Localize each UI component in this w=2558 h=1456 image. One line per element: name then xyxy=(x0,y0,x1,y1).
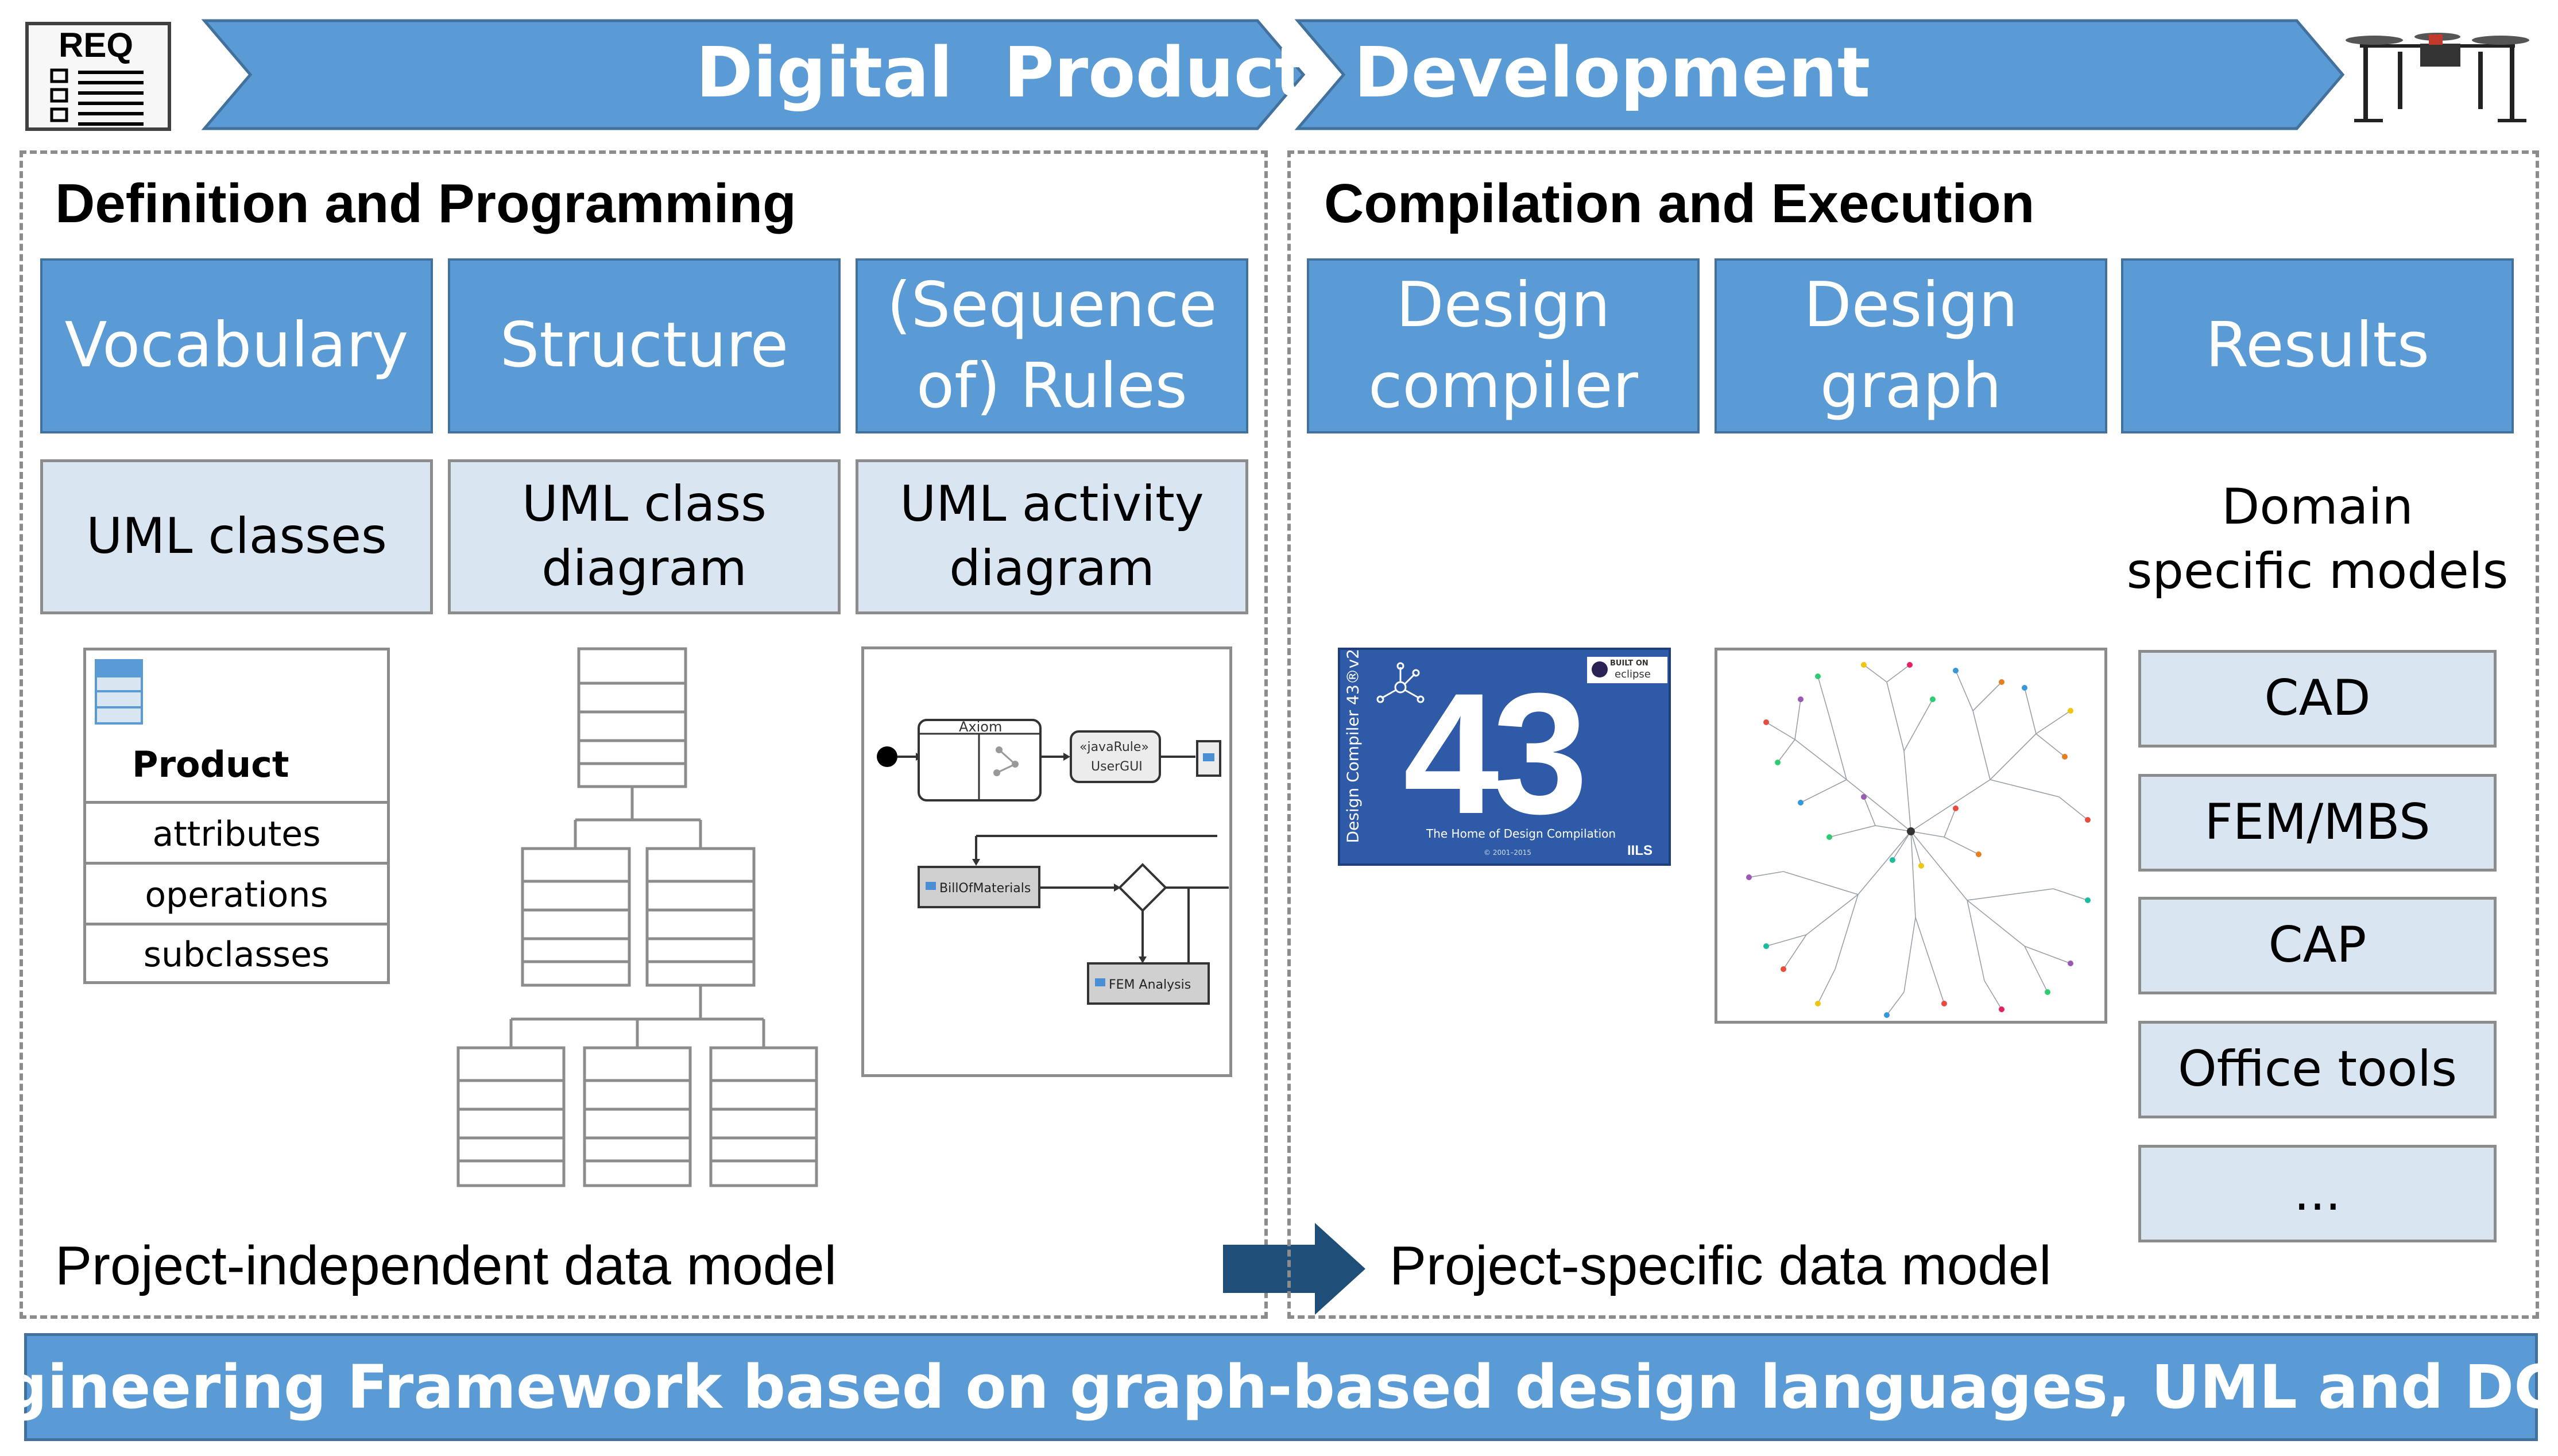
activity-bom-label: BillOfMaterials xyxy=(939,881,1031,896)
activity-diagram: Axiom «javaRule» UserGUI BillOfMaterials… xyxy=(877,719,1229,1005)
class-attributes-text: attributes xyxy=(152,814,321,854)
design-compiler-line-1: Design xyxy=(1396,269,1611,342)
rules-header-line-1: (Sequence xyxy=(887,269,1217,342)
activity-diagram-frame xyxy=(861,646,1232,1077)
class-operations-text: operations xyxy=(145,875,328,915)
dc43-eclipse-text: eclipse xyxy=(1615,668,1651,680)
vocabulary-header: Vocabulary xyxy=(40,258,433,433)
result-cap-text: CAP xyxy=(2268,916,2367,974)
footer-banner: Engineering Framework based on graph-bas… xyxy=(0,1333,2558,1441)
uml-class-diagram-line-1: UML class xyxy=(522,475,767,533)
activity-axiom-label: Axiom xyxy=(959,719,1002,735)
class-icon xyxy=(95,659,143,725)
class-subclasses-text: subclasses xyxy=(143,935,330,975)
structure-header-text: Structure xyxy=(500,309,789,382)
domain-specific-line-2: specific models xyxy=(2126,543,2509,600)
design-compiler-line-2: compiler xyxy=(1368,350,1639,422)
result-cad-text: CAD xyxy=(2264,669,2371,727)
tree-mid-class-right xyxy=(645,847,756,987)
uml-classes-box: UML classes xyxy=(40,459,433,614)
class-subclasses-row: subclasses xyxy=(86,923,387,984)
result-fem-mbs: FEM/MBS xyxy=(2138,774,2497,872)
uml-class-box: Product attributes operations subclasses xyxy=(83,648,390,984)
uml-classes-text: UML classes xyxy=(86,508,387,566)
result-more-text: ... xyxy=(2293,1164,2341,1222)
activity-start-node xyxy=(877,746,897,767)
right-panel-title: Compilation and Execution xyxy=(1324,173,2035,234)
design-compiler-header: Design compiler xyxy=(1307,258,1700,433)
dc43-side-text: Design Compiler 43®v2 xyxy=(1343,648,1363,843)
design-graph-line-1: Design xyxy=(1804,269,2018,342)
left-panel xyxy=(20,150,1268,1319)
banner-word-product: Product xyxy=(1004,33,1308,113)
activity-usergui-node xyxy=(1070,730,1161,783)
left-panel-title: Definition and Programming xyxy=(55,173,796,234)
dc43-built-on-text: BUILT ON xyxy=(1610,659,1648,668)
uml-activity-diagram-line-2: diagram xyxy=(949,540,1155,597)
activity-bom-node xyxy=(918,866,1040,908)
tree-leaf-class-3 xyxy=(709,1046,818,1187)
design-graph-line-2: graph xyxy=(1820,350,2002,422)
result-cap: CAP xyxy=(2138,897,2497,994)
uml-activity-diagram-line-1: UML activity xyxy=(900,475,1204,533)
req-icon-label: REQ xyxy=(59,26,134,64)
banner-word-digital: Digital xyxy=(696,33,953,113)
result-cad: CAD xyxy=(2138,650,2497,748)
transition-arrow xyxy=(1223,1223,1365,1315)
req-icon: REQ xyxy=(25,22,171,131)
footer-text: Engineering Framework based on graph-bas… xyxy=(0,1352,2558,1422)
dc43-logo: Design Compiler 43®v2 43 The Home of Des… xyxy=(1338,648,1671,866)
tree-leaf-class-2 xyxy=(583,1046,692,1187)
activity-rule-name: UserGUI xyxy=(1091,760,1143,774)
vocabulary-header-text: Vocabulary xyxy=(64,309,409,382)
class-name: Product xyxy=(132,744,289,785)
rules-header: (Sequence of) Rules xyxy=(856,258,1248,433)
uml-class-diagram-box: UML class diagram xyxy=(448,459,841,614)
structure-header: Structure xyxy=(448,258,841,433)
dc43-network-icon xyxy=(1376,662,1425,703)
left-panel-caption: Project-independent data model xyxy=(55,1235,837,1296)
dc43-tagline: The Home of Design Compilation xyxy=(1426,827,1616,841)
result-fem-mbs-text: FEM/MBS xyxy=(2204,793,2431,851)
dc43-iils-text: IILS xyxy=(1627,843,1653,858)
dc43-number: 43 xyxy=(1403,657,1588,850)
class-attributes-row: attributes xyxy=(86,801,387,865)
activity-fem-node xyxy=(1087,962,1210,1005)
tree-mid-class-left xyxy=(521,847,631,987)
result-more: ... xyxy=(2138,1145,2497,1242)
right-panel-caption: Project-specific data model xyxy=(1390,1235,2052,1296)
tree-root-class xyxy=(577,647,687,788)
process-banner xyxy=(201,19,2345,130)
results-header: Results xyxy=(2121,258,2514,433)
domain-specific-label: Domain specific models xyxy=(2121,471,2514,609)
banner-word-development: Development xyxy=(1354,33,1871,113)
uml-activity-diagram-box: UML activity diagram xyxy=(856,459,1248,614)
domain-specific-line-1: Domain xyxy=(2222,478,2413,536)
design-graph-visual xyxy=(1746,662,2091,1018)
result-office-tools: Office tools xyxy=(2138,1021,2497,1118)
eclipse-icon xyxy=(1592,661,1608,677)
results-header-text: Results xyxy=(2205,309,2429,382)
activity-rule-stereotype: «javaRule» xyxy=(1079,740,1149,754)
dc43-years: © 2001–2015 xyxy=(1484,849,1531,857)
tree-leaf-class-1 xyxy=(456,1046,566,1187)
design-graph-header: Design graph xyxy=(1715,258,2107,433)
class-diagram-tree xyxy=(456,647,818,1187)
activity-fem-label: FEM Analysis xyxy=(1109,978,1191,992)
result-office-tools-text: Office tools xyxy=(2177,1040,2458,1098)
checklist-icon xyxy=(50,68,144,126)
drone-icon xyxy=(2346,33,2529,122)
activity-decision-node xyxy=(1118,863,1167,912)
dc43-built-on-badge: BUILT ON eclipse xyxy=(1587,657,1667,683)
uml-class-diagram-line-2: diagram xyxy=(541,540,747,597)
right-panel xyxy=(1287,150,2539,1319)
rules-header-line-2: of) Rules xyxy=(916,350,1187,422)
class-operations-row: operations xyxy=(86,862,387,926)
